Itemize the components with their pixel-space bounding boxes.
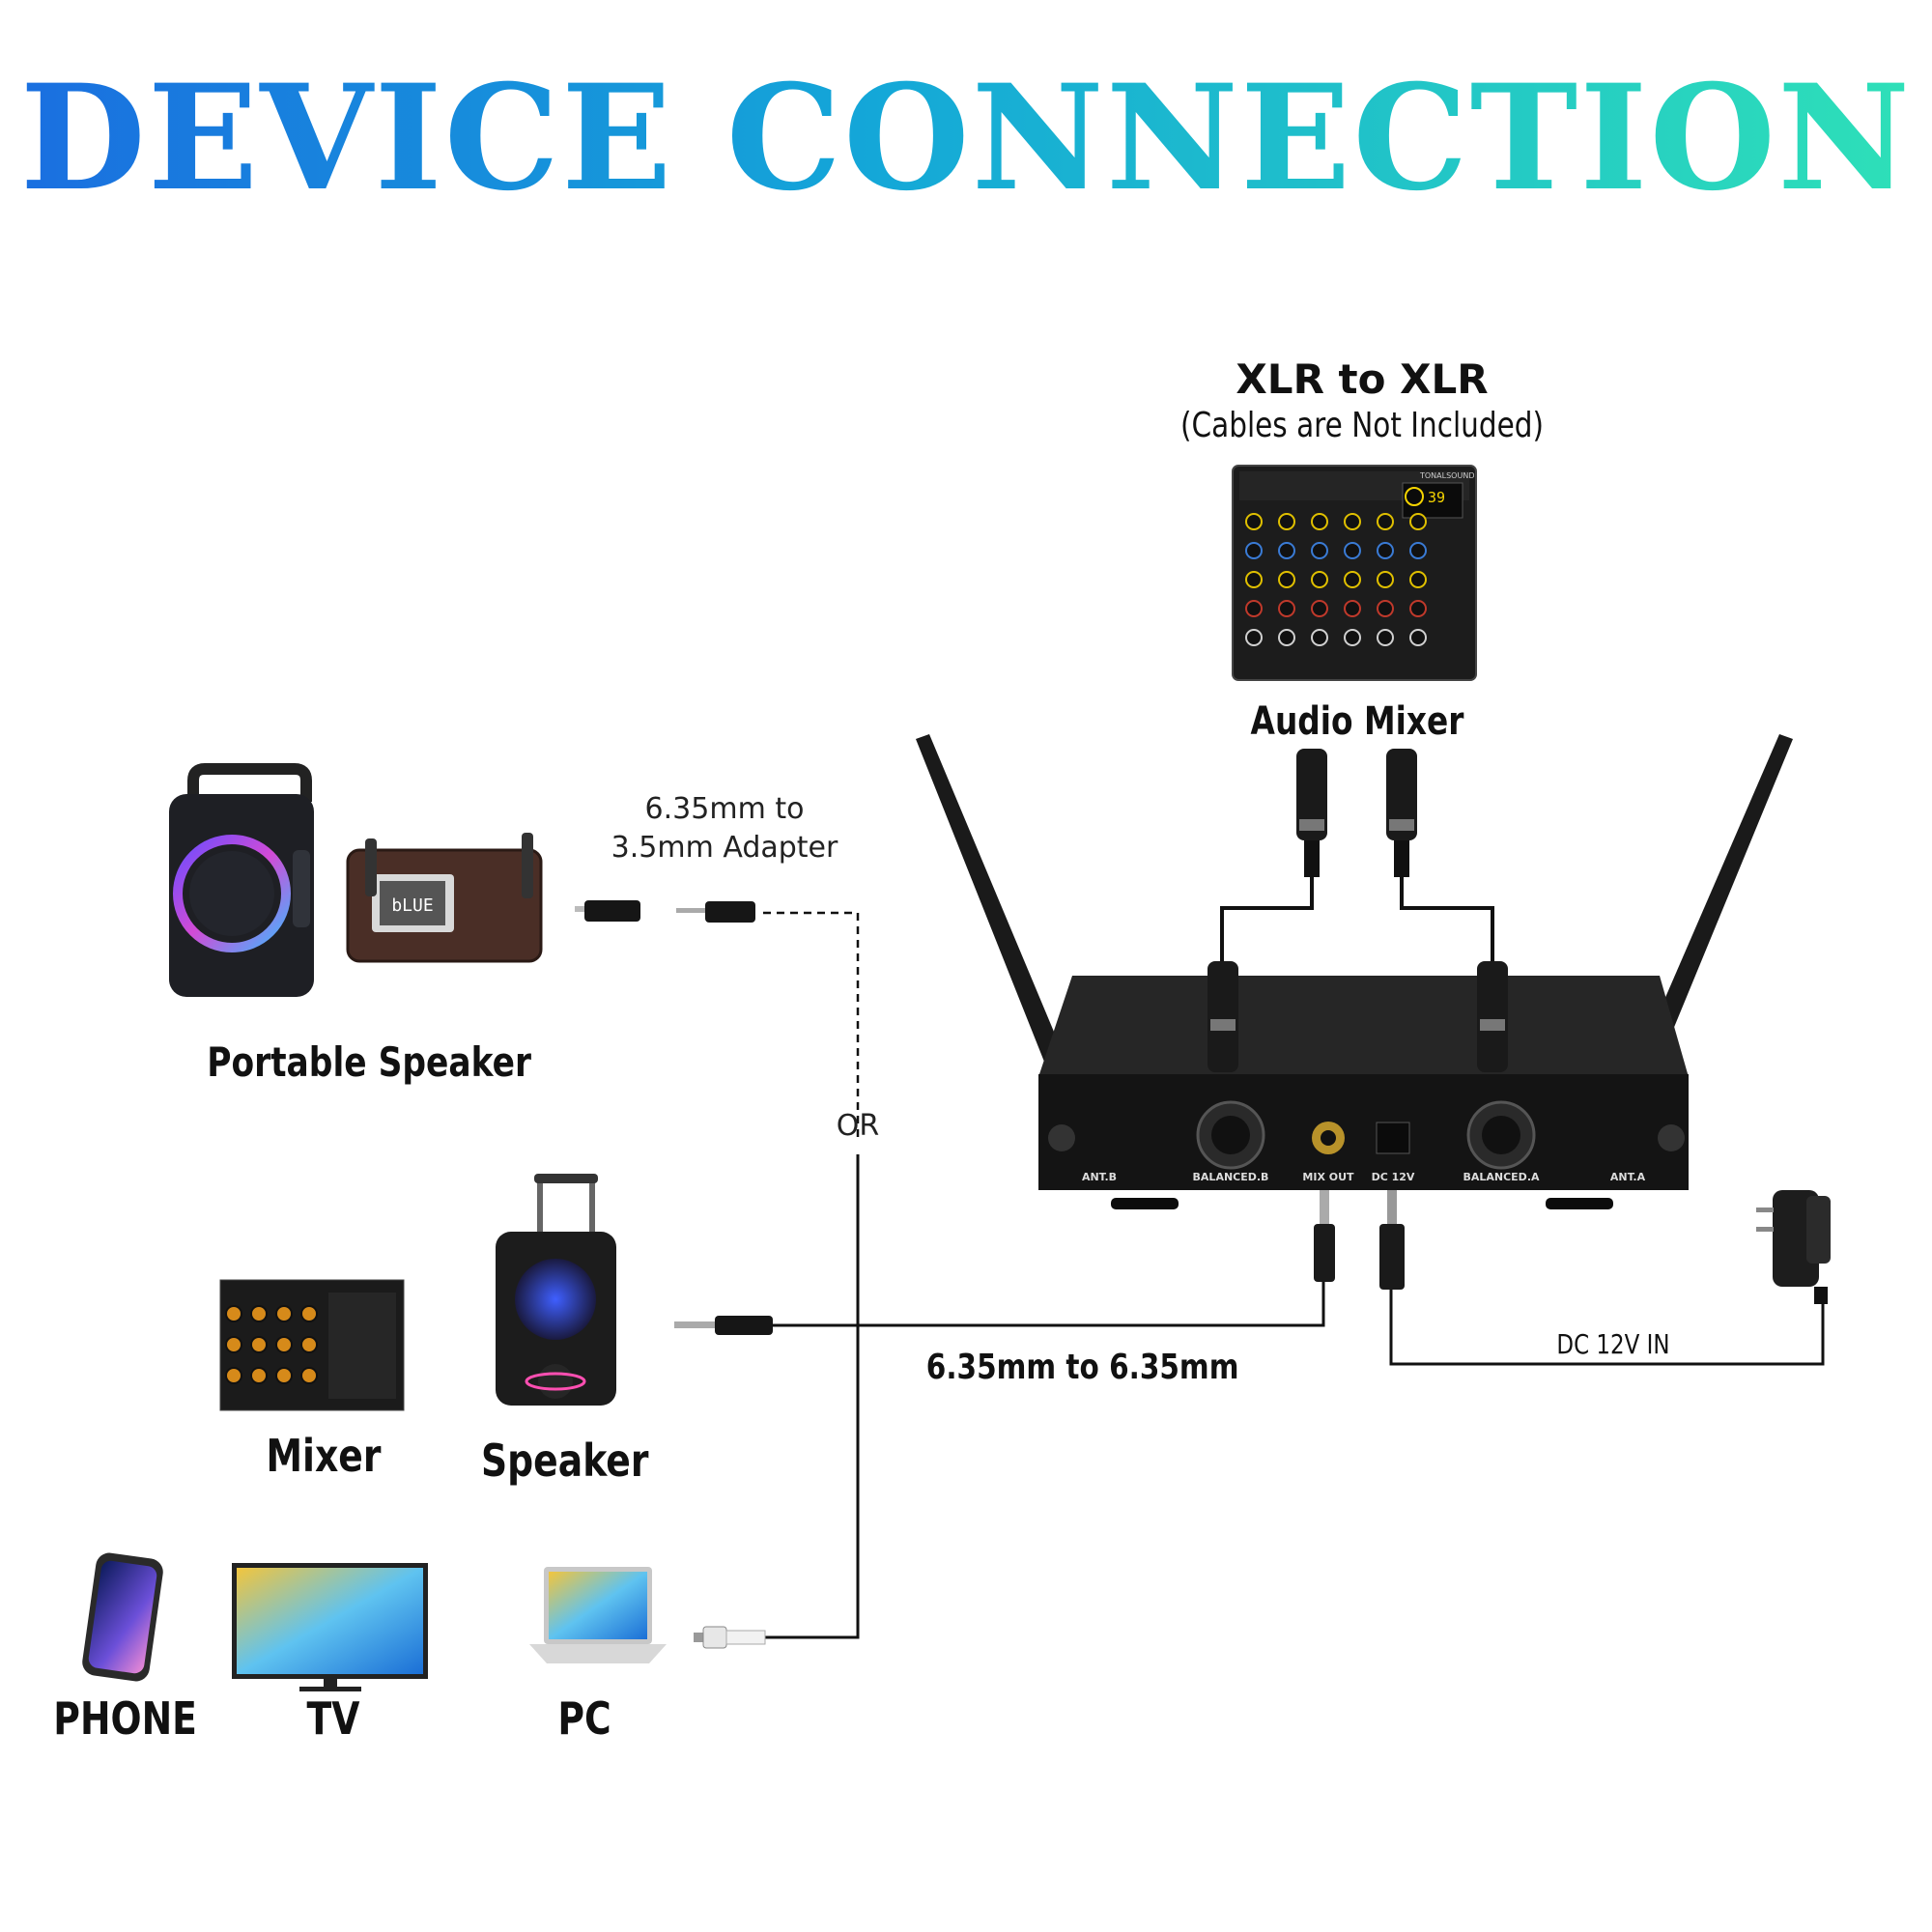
audio-mixer-device: 39 TONALSOUND	[1232, 465, 1477, 681]
mixer-knob	[1245, 542, 1263, 559]
small-mixer-knob	[275, 1367, 293, 1384]
power-adapter-icon	[1756, 1190, 1831, 1304]
port-dc-12v: DC 12V	[1372, 1171, 1415, 1183]
page-title: DEVICE CONNECTION	[19, 53, 1913, 223]
mixer-knob	[1311, 542, 1328, 559]
mixer-knob	[1409, 571, 1427, 588]
port-ant-b: ANT.B	[1082, 1171, 1117, 1183]
port-mix-out: MIX OUT	[1302, 1171, 1354, 1183]
port-balanced-a: BALANCED.A	[1463, 1171, 1540, 1183]
small-mixer-knob	[225, 1367, 242, 1384]
small-mixer-knob	[300, 1305, 318, 1322]
portable-speaker-label: Portable Speaker	[207, 1038, 531, 1086]
receiver-output-plugs	[1314, 1190, 1405, 1290]
or-label: OR	[836, 1109, 880, 1143]
xlr-cable-note: (Cables are Not Included)	[1179, 406, 1545, 445]
mixer-knob	[1311, 600, 1328, 617]
adapter-label-line1: 6.35mm to	[644, 792, 805, 826]
mixer-knob	[1377, 542, 1394, 559]
small-mixer-knob	[250, 1336, 268, 1353]
laptop-icon	[529, 1567, 667, 1663]
mixer-knob	[1377, 571, 1394, 588]
cable-network	[763, 874, 1825, 1639]
audio-mixer-label: Audio Mixer	[1250, 699, 1464, 744]
mixer-knob	[1344, 629, 1361, 646]
small-mixer-knob	[275, 1336, 293, 1353]
tv-label: TV	[306, 1692, 360, 1745]
mixer-knob	[1409, 629, 1427, 646]
quarter-inch-cable-label: 6.35mm to 6.35mm	[925, 1348, 1239, 1387]
port-balanced-b: BALANCED.B	[1193, 1171, 1269, 1183]
quarter-inch-plug-icon	[674, 1316, 773, 1335]
mixer-knob	[1409, 600, 1427, 617]
mixer-knob	[1344, 513, 1361, 530]
mixer-knob	[1278, 600, 1295, 617]
mixer-knob	[1278, 542, 1295, 559]
receiver-device: ANT.B BALANCED.B MIX OUT DC 12V BALANCED…	[916, 734, 1793, 1209]
mixer-knob	[1377, 513, 1394, 530]
speaker-label: Speaker	[481, 1435, 649, 1487]
dc-cable	[1389, 1285, 1825, 1366]
quarter-inch-cable	[763, 1280, 1325, 1327]
tv-icon	[232, 1563, 428, 1691]
mixer-knob	[1245, 513, 1263, 530]
mixer-knob	[1344, 600, 1361, 617]
xlr-cable-b	[1220, 874, 1314, 961]
adapter-dashed-line	[763, 911, 860, 1140]
mixer-knob	[1311, 629, 1328, 646]
mixer-knob	[1409, 513, 1427, 530]
adapter-plug-icon	[575, 900, 755, 923]
phone-icon	[82, 1552, 163, 1682]
small-mixer-icon	[219, 1279, 405, 1411]
mixer-knob	[1377, 629, 1394, 646]
mixer-knob	[1311, 571, 1328, 588]
mixer-knob	[1245, 629, 1263, 646]
mixer-knob	[1245, 571, 1263, 588]
trolley-speaker-icon	[496, 1174, 616, 1406]
mixer-knob	[1344, 542, 1361, 559]
mixer-knob	[1245, 600, 1263, 617]
small-mixer-knob	[250, 1305, 268, 1322]
mixer-display: 39	[1428, 489, 1445, 506]
mixer-knob	[1344, 571, 1361, 588]
phone-label: PHONE	[53, 1692, 197, 1745]
rca-plug-icon	[694, 1626, 766, 1649]
small-mixer-knob	[225, 1305, 242, 1322]
dc-in-label: DC 12V IN	[1556, 1328, 1670, 1360]
pc-label: PC	[557, 1692, 611, 1745]
xlr-cable-a	[1400, 874, 1494, 961]
mixer-knob	[1377, 600, 1394, 617]
mixer-brand: TONALSOUND	[1419, 471, 1474, 480]
xlr-connectors-top	[1296, 749, 1417, 877]
xlr-cable-heading: XLR to XLR	[1236, 355, 1489, 403]
small-mixer-knob	[300, 1367, 318, 1384]
mixer-knob	[1311, 513, 1328, 530]
or-line	[763, 1154, 860, 1639]
mixer-knob	[1278, 571, 1295, 588]
small-mixer-knob	[300, 1336, 318, 1353]
mixer-knob	[1278, 513, 1295, 530]
port-ant-a: ANT.A	[1610, 1171, 1646, 1183]
mixer-knob	[1278, 629, 1295, 646]
small-mixer-knob	[275, 1305, 293, 1322]
speaker-display: bLUE	[391, 895, 433, 916]
small-mixer-knob	[250, 1367, 268, 1384]
mixer-knob	[1409, 542, 1427, 559]
karaoke-speaker-icon: bLUE	[346, 833, 543, 963]
adapter-label-line2: 3.5mm Adapter	[611, 831, 838, 865]
portable-speaker-icon	[169, 763, 314, 997]
small-mixer-knob	[225, 1336, 242, 1353]
mixer-label: Mixer	[266, 1430, 382, 1482]
mixer-knobs	[1245, 513, 1427, 646]
